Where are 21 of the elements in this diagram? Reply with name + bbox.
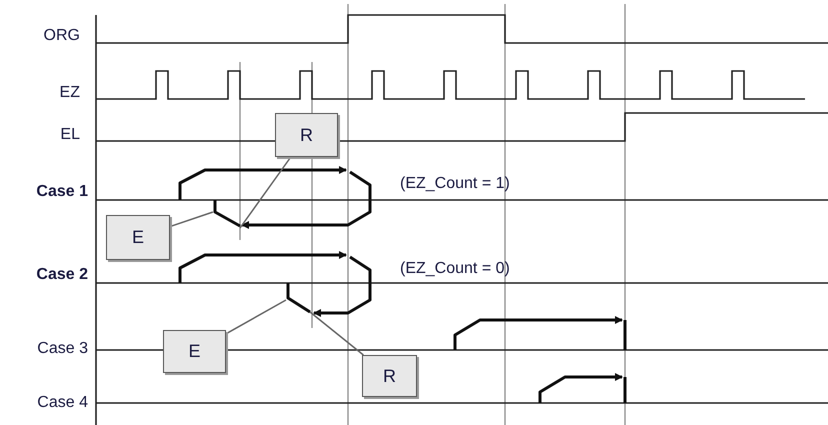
leader-line bbox=[310, 311, 364, 356]
signal-label: EL bbox=[59, 127, 80, 143]
signal-label: Case 1 bbox=[35, 184, 88, 200]
signal-label: EZ bbox=[58, 85, 80, 101]
signal-label: ORG bbox=[42, 28, 80, 44]
signal-label: Case 4 bbox=[36, 395, 88, 411]
leader-line bbox=[170, 211, 214, 228]
leader-line bbox=[226, 299, 286, 334]
callout-text: R bbox=[383, 366, 396, 386]
callout-box bbox=[275, 113, 338, 157]
annotation-text: (EZ_Count = 0) bbox=[400, 261, 510, 277]
signal-label: Case 3 bbox=[36, 341, 88, 357]
callout-box bbox=[106, 215, 170, 260]
callout-box bbox=[163, 330, 226, 373]
signal-label: Case 2 bbox=[35, 267, 88, 283]
callout-box bbox=[362, 355, 417, 397]
annotation-text: (EZ_Count = 1) bbox=[400, 176, 510, 192]
callout-text: E bbox=[188, 341, 200, 362]
callout-text: R bbox=[300, 124, 313, 146]
leader-line bbox=[239, 156, 292, 228]
callout-text: E bbox=[132, 227, 144, 248]
